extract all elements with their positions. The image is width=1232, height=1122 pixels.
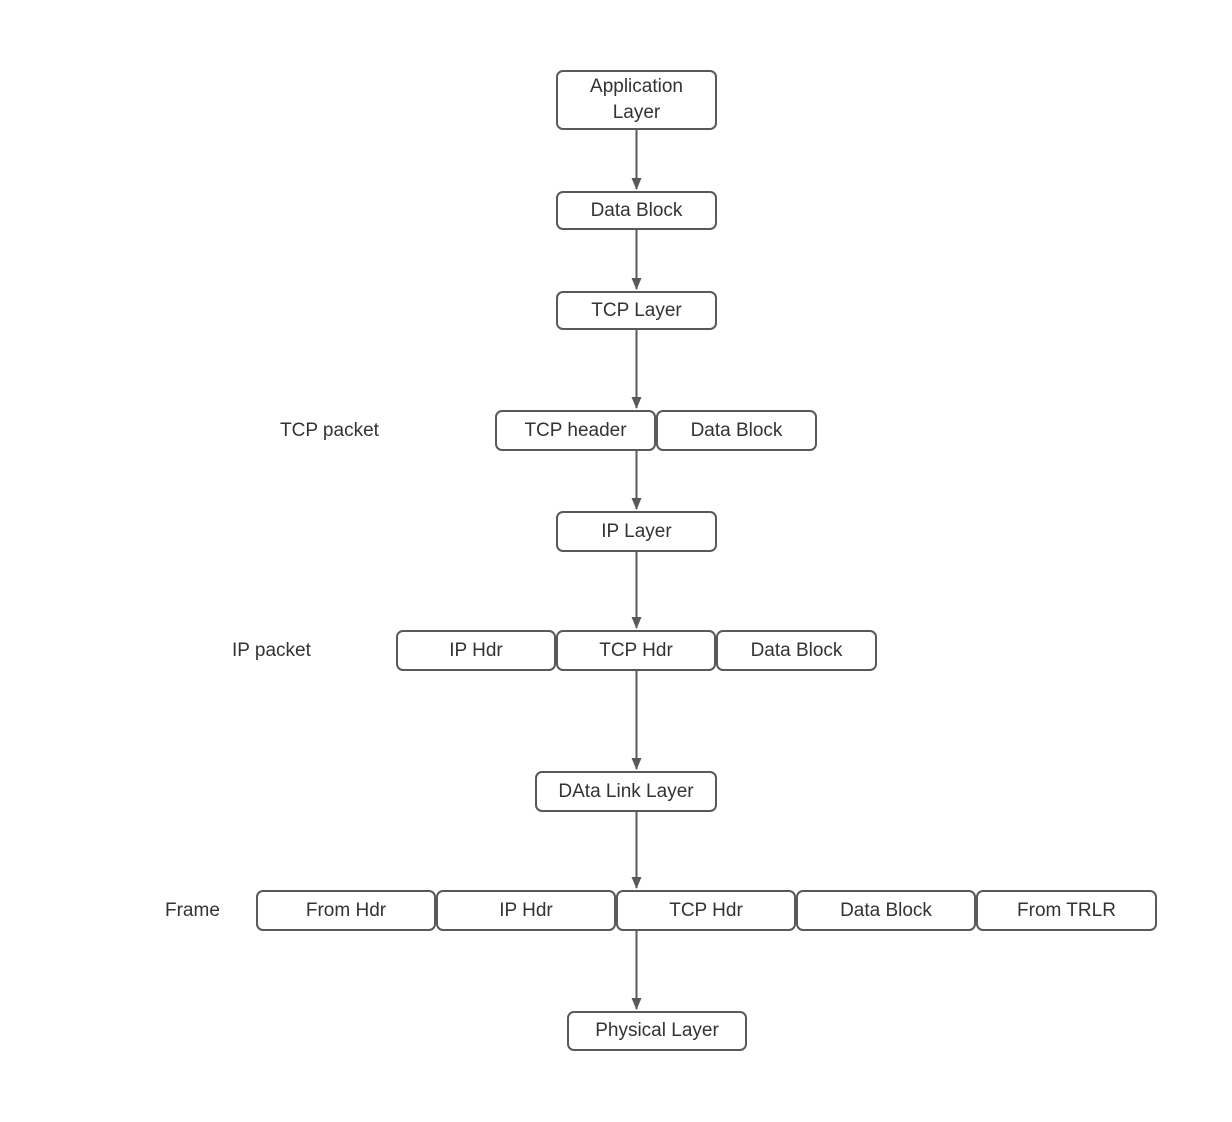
- node-ip-layer: IP Layer: [556, 511, 717, 552]
- node-frame-ip-hdr: IP Hdr: [436, 890, 616, 931]
- label-frame: Frame: [165, 899, 220, 921]
- node-tcp-header: TCP header: [495, 410, 656, 451]
- node-data-block-2: Data Block: [656, 410, 817, 451]
- node-data-block-3: Data Block: [716, 630, 877, 671]
- node-ip-hdr: IP Hdr: [396, 630, 556, 671]
- node-from-hdr: From Hdr: [256, 890, 436, 931]
- node-frame-data-block: Data Block: [796, 890, 976, 931]
- label-tcp-packet: TCP packet: [280, 419, 379, 441]
- node-from-trlr: From TRLR: [976, 890, 1157, 931]
- node-physical-layer: Physical Layer: [567, 1011, 747, 1051]
- node-data-link-layer: DAta Link Layer: [535, 771, 717, 812]
- node-tcp-layer: TCP Layer: [556, 291, 717, 330]
- node-application-layer: Application Layer: [556, 70, 717, 130]
- node-tcp-hdr: TCP Hdr: [556, 630, 716, 671]
- label-ip-packet: IP packet: [232, 639, 311, 661]
- node-data-block-1: Data Block: [556, 191, 717, 230]
- node-frame-tcp-hdr: TCP Hdr: [616, 890, 796, 931]
